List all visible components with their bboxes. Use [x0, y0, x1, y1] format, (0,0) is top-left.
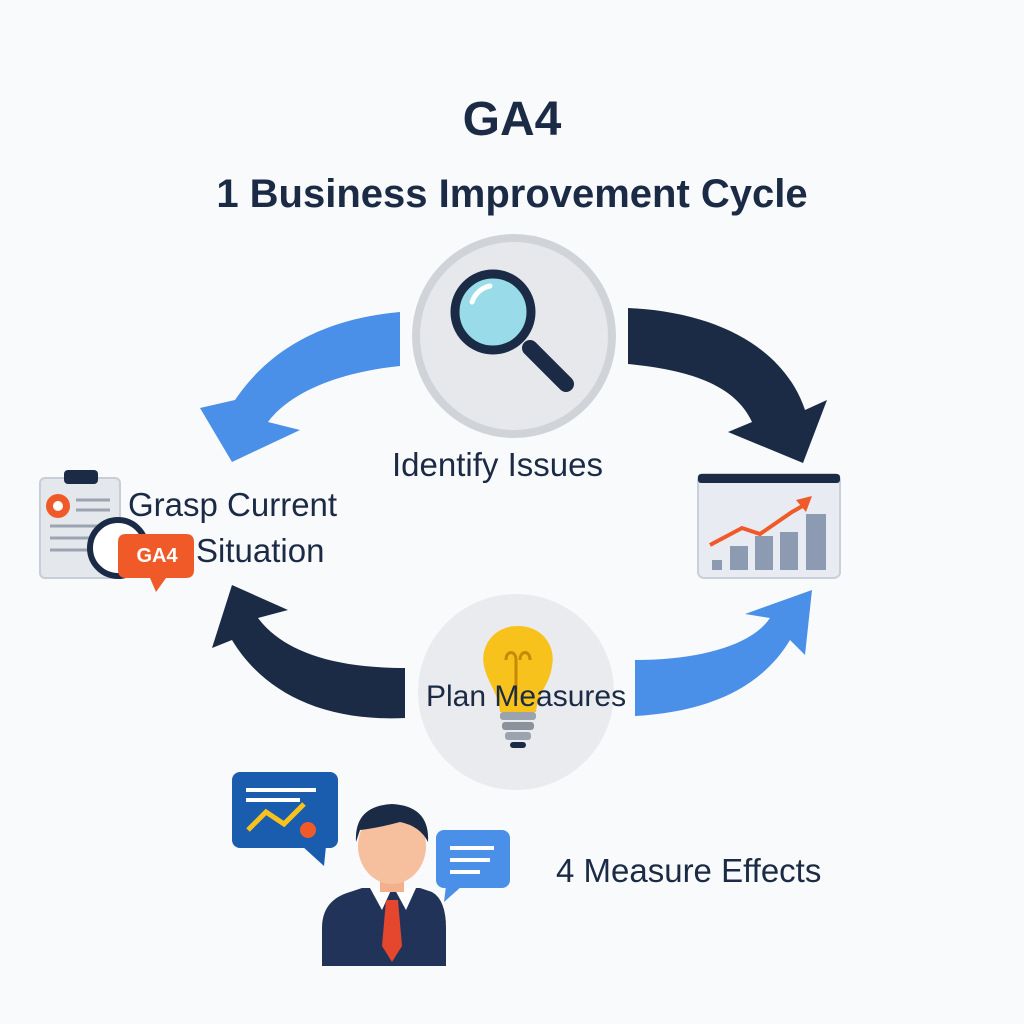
arrow-bottom-right — [635, 590, 812, 716]
step-plan-measures: Plan Measures — [426, 680, 627, 713]
ga4-badge — [118, 534, 194, 592]
step-identify-issues: Identify Issues — [392, 446, 603, 483]
magnifier-icon — [412, 234, 616, 438]
text-bubble-icon — [436, 830, 510, 902]
arrow-bottom-left — [212, 585, 405, 719]
page-title: GA4 — [462, 93, 562, 146]
arrow-top-right — [628, 308, 827, 463]
page-subtitle: 1 Business Improvement Cycle — [216, 172, 808, 216]
growth-chart-icon — [697, 473, 841, 579]
report-clipboard-icon — [39, 470, 149, 579]
grasp-line-2: Situation — [196, 532, 325, 569]
step-measure-effects: 4 Measure Effects — [556, 852, 822, 889]
chart-bubble-icon — [232, 772, 338, 866]
grasp-line-1: Grasp Current — [128, 486, 338, 523]
arrow-top-left — [200, 312, 400, 462]
businessman-icon — [322, 804, 446, 966]
step-grasp-current-situation: Grasp Current Situation — [128, 482, 337, 574]
lightbulb-icon — [418, 594, 614, 790]
ga4-badge-label: GA4 — [136, 545, 178, 567]
